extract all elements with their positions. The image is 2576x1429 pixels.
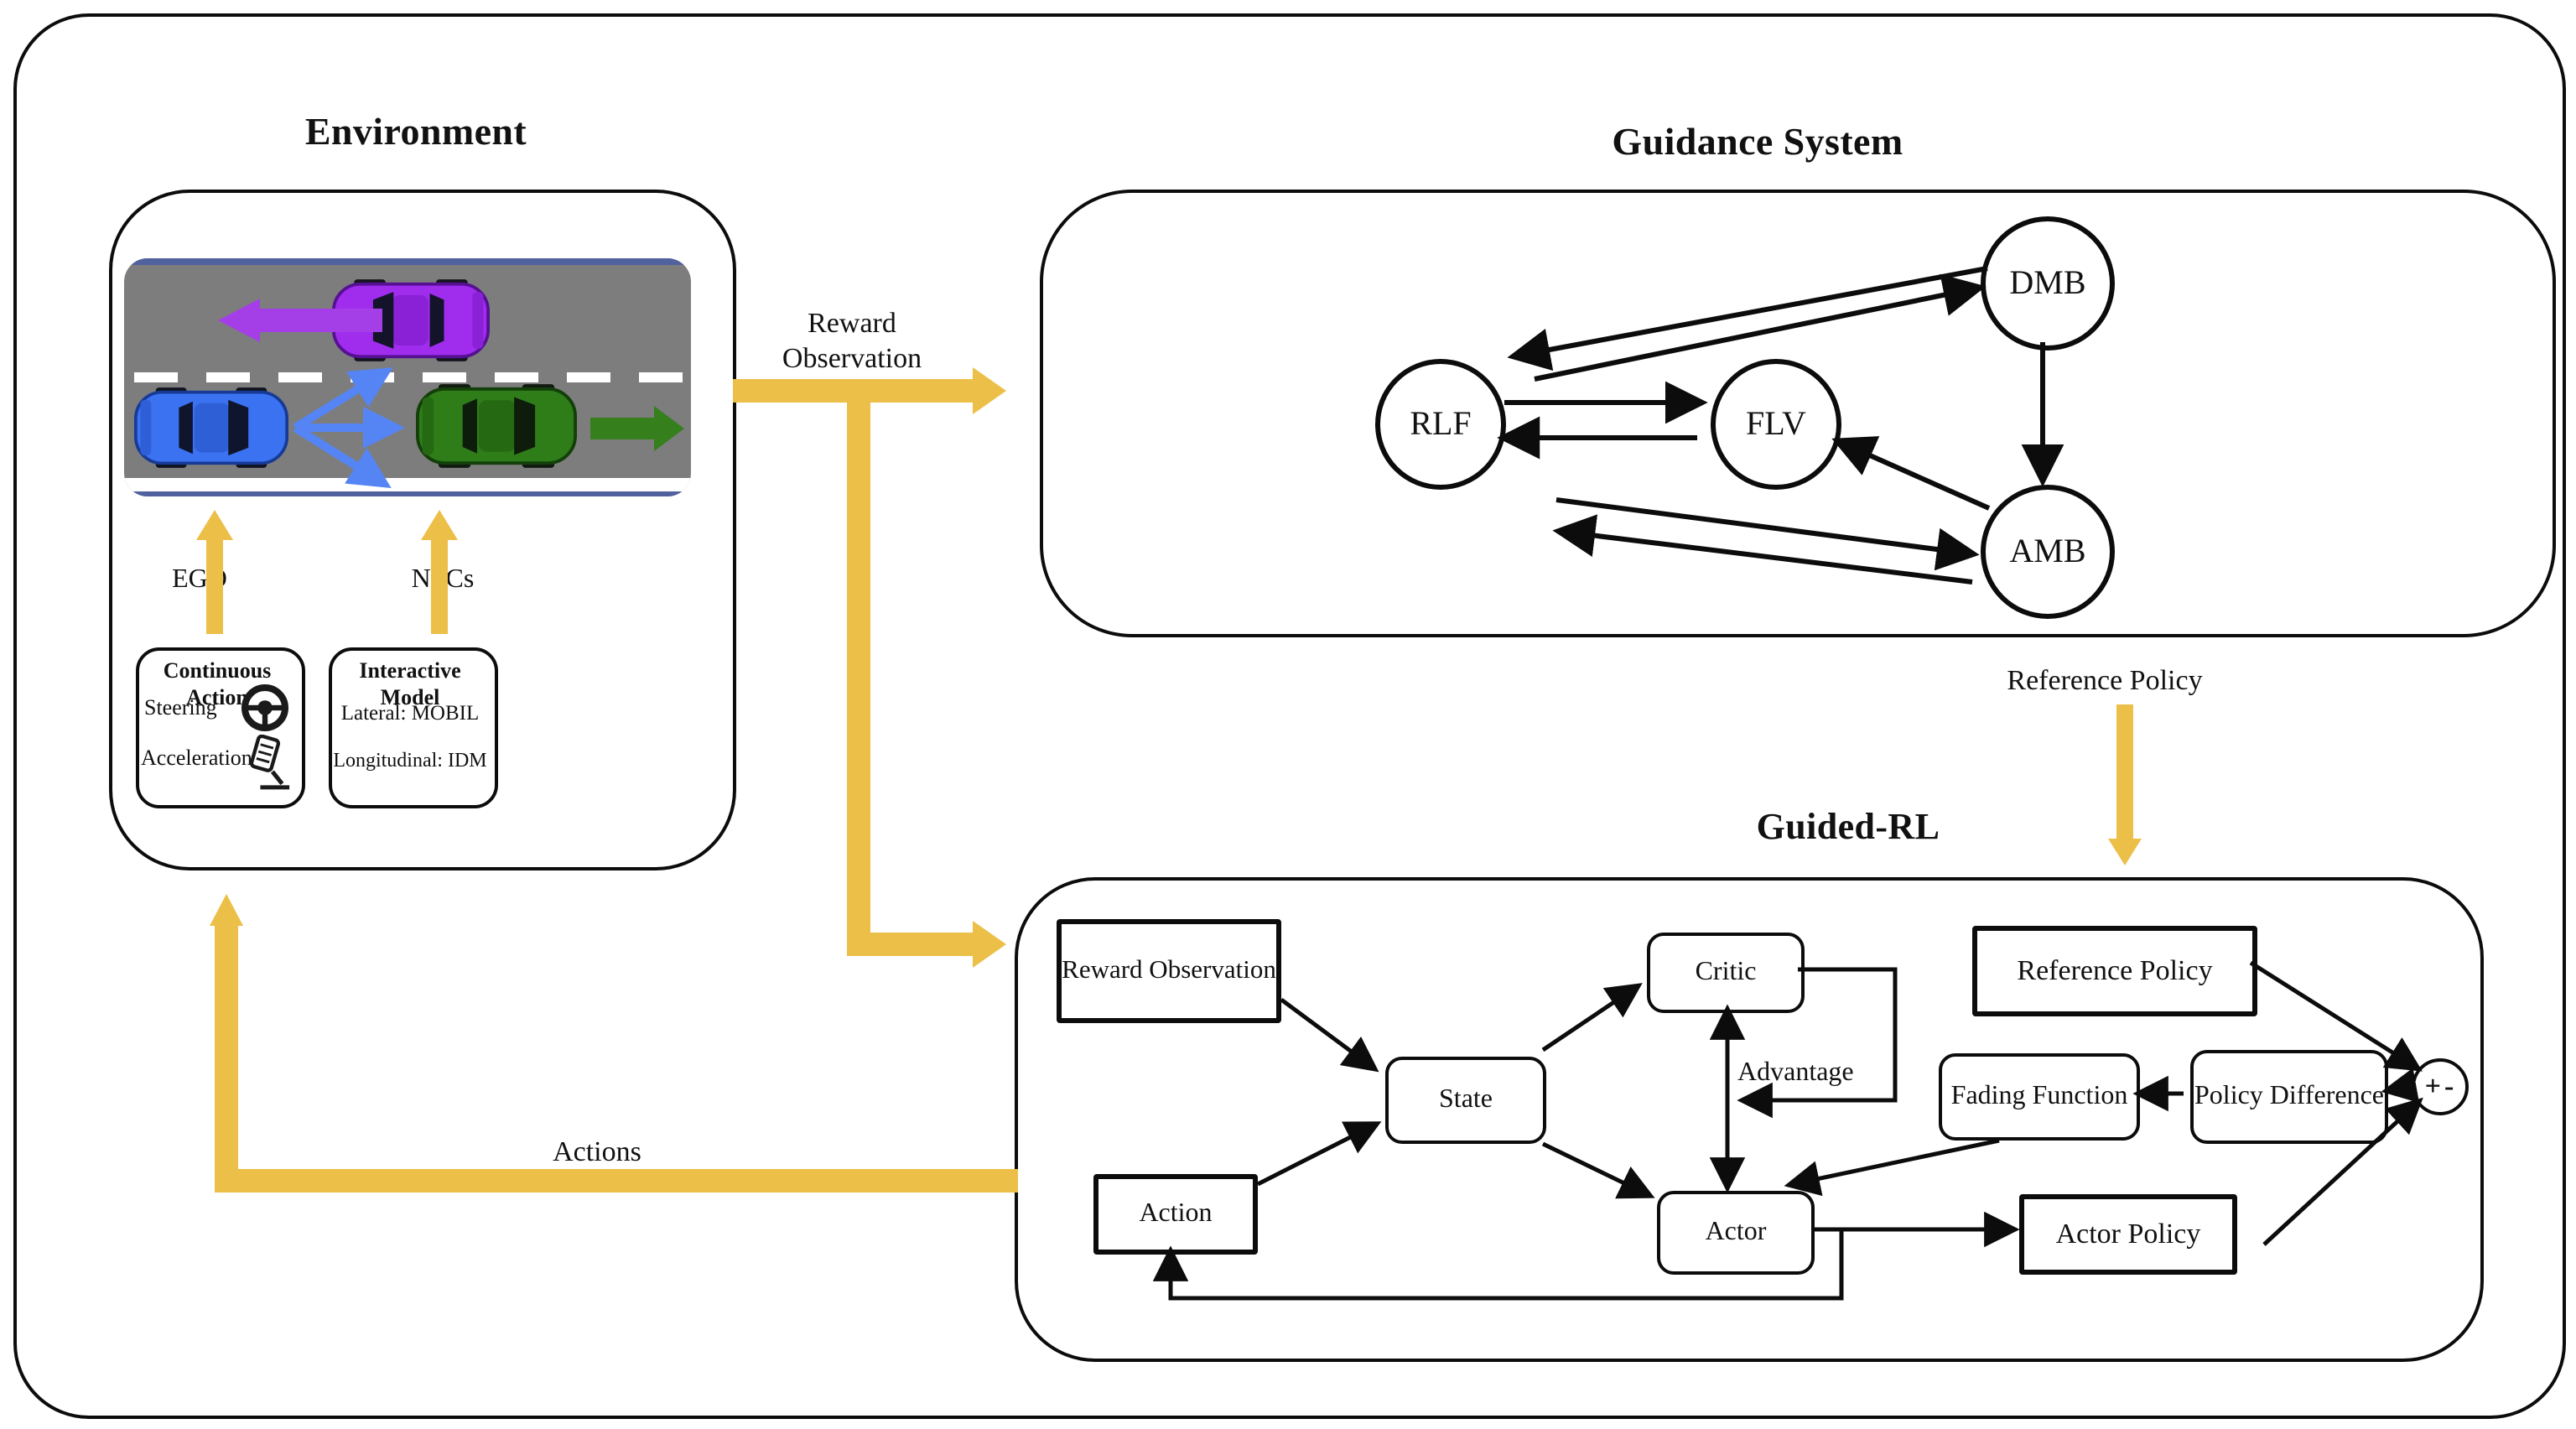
node-rlf: RLF [1375, 359, 1506, 490]
environment-title: Environment [304, 111, 527, 153]
action-box: Action [1093, 1174, 1258, 1255]
guided-rl-title: Guided-RL [1756, 805, 1940, 847]
steering-label: Steering [144, 694, 217, 720]
npc-car-purple [332, 278, 490, 362]
reward-observation-flow-label: Reward Observation [782, 307, 922, 375]
road-top-edge [124, 258, 691, 265]
pedal-icon [248, 734, 292, 792]
steering-wheel-icon [238, 681, 292, 735]
minus-icon: - [2444, 1070, 2456, 1102]
ego-label: EGO [172, 565, 227, 594]
interactive-model-box [329, 647, 498, 808]
actor-policy-box: Actor Policy [2019, 1194, 2237, 1275]
node-dmb: DMB [1981, 216, 2115, 351]
lateral-mobil-label: Lateral: MOBIL [340, 701, 480, 725]
fading-function-box: Fading Function [1939, 1053, 2140, 1141]
node-amb: AMB [1981, 485, 2115, 619]
reference-policy-box: Reference Policy [1972, 926, 2257, 1016]
road-bottom-shoulder [124, 478, 691, 491]
advantage-label: Advantage [1737, 1058, 1854, 1087]
guidance-system-panel [1040, 190, 2556, 637]
guidance-system-title: Guidance System [1612, 121, 1903, 163]
plus-icon: + [2424, 1070, 2443, 1102]
reward-observation-box: Reward Observation [1057, 919, 1281, 1023]
longitudinal-idm-label: Longitudinal: IDM [333, 748, 487, 772]
critic-box: Critic [1647, 933, 1805, 1013]
actions-flow-label: Actions [553, 1135, 641, 1167]
interactive-model-title: Interactive Model [359, 657, 461, 709]
policy-difference-box: Policy Difference [2190, 1050, 2388, 1144]
environment-panel [109, 190, 736, 870]
continuous-action-title: Continuous Action [163, 657, 272, 709]
sum-junction: +- [2412, 1058, 2469, 1115]
reference-policy-flow-label: Reference Policy [2007, 664, 2203, 696]
road-bottom-edge [124, 491, 691, 496]
npcs-label: NPCs [411, 565, 475, 594]
state-box: State [1385, 1057, 1546, 1144]
acceleration-label: Acceleration [141, 745, 252, 770]
outer-frame [13, 13, 2566, 1419]
npc-car-green [416, 382, 577, 470]
ego-car-blue [134, 386, 288, 470]
actor-box: Actor [1657, 1191, 1815, 1275]
node-flv: FLV [1711, 359, 1841, 490]
